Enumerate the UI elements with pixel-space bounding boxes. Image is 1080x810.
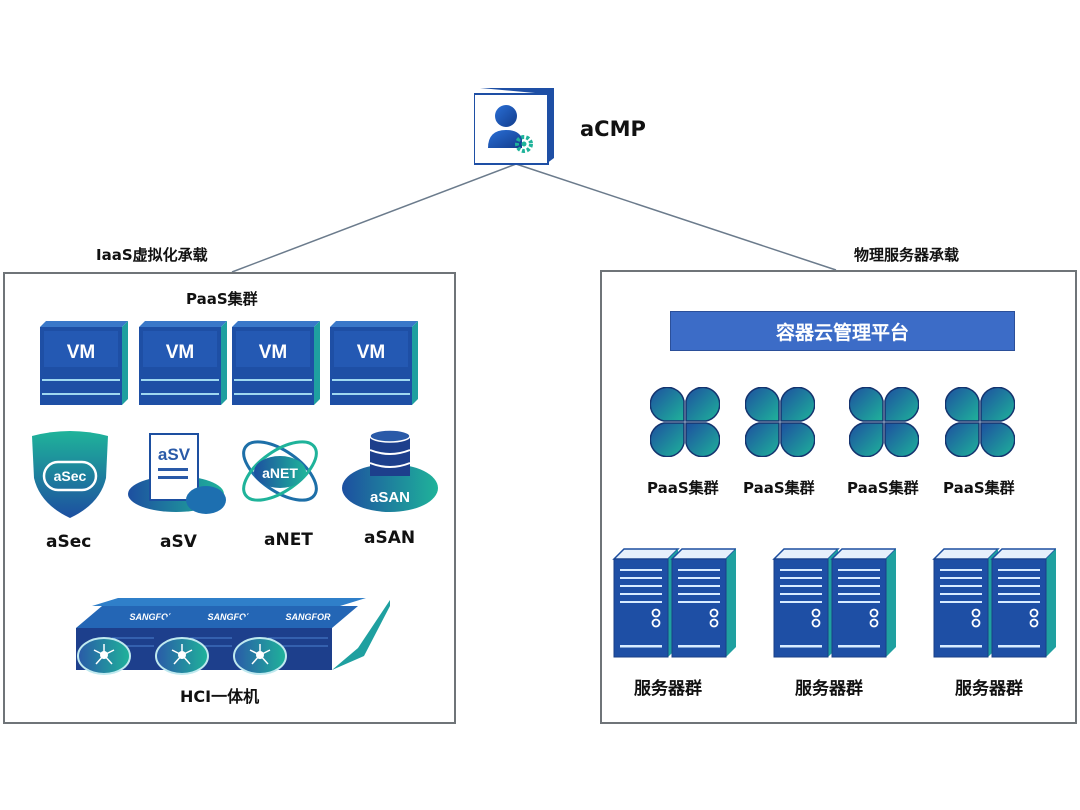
container-platform-label: 容器云管理平台 — [775, 321, 909, 344]
vm-label: VM — [166, 342, 195, 363]
server-rack-icon — [612, 548, 736, 658]
sangfor-logo: SANGFOR — [130, 612, 176, 622]
clover-icon — [650, 387, 720, 457]
paas-cluster-label: PaaS集群 — [647, 479, 719, 497]
vm-label: VM — [259, 342, 288, 363]
server-group-icon — [772, 547, 896, 659]
user-gear-icon — [474, 88, 554, 165]
server-group-label: 服务器群 — [955, 679, 1023, 699]
paas-cluster-label: PaaS集群 — [847, 479, 919, 497]
paas-cluster-icon — [945, 387, 1015, 457]
clover-icon — [745, 387, 815, 457]
sangfor-logo: SANGFOR — [286, 612, 332, 622]
paas-cluster-label: PaaS集群 — [743, 479, 815, 497]
service-label-asv: aSV — [160, 532, 197, 552]
server-group-icon — [612, 547, 736, 659]
paas-cluster-icon — [745, 387, 815, 457]
hci-side-panel — [332, 600, 390, 670]
orbit-cloud-icon: aNET — [242, 440, 318, 502]
vm-block: VM — [330, 321, 418, 405]
service-label-asec: aSec — [46, 532, 92, 552]
server-rack-icon — [932, 548, 1056, 658]
service-asv: aSV — [126, 430, 226, 516]
vm-block: VM — [232, 321, 320, 405]
sangfor-logo: SANGFOR — [208, 612, 254, 622]
vm-block: VM — [139, 321, 227, 405]
server-group-icon — [932, 547, 1056, 659]
database-cloud-icon: aSAN — [342, 429, 438, 512]
physical-heading: 物理服务器承载 — [854, 246, 960, 264]
clover-icon — [849, 387, 919, 457]
service-label-asan: aSAN — [364, 528, 416, 548]
asv-icon-text: aSV — [158, 445, 191, 464]
connector-right — [515, 163, 837, 271]
paas-cluster-icon — [849, 387, 919, 457]
hci-label: HCI一体机 — [180, 687, 260, 706]
paas-cluster-title: PaaS集群 — [186, 290, 258, 308]
server-rack-icon — [772, 548, 896, 658]
container-platform-bar: 容器云管理平台 — [670, 311, 1015, 351]
asan-icon-text: aSAN — [370, 489, 410, 506]
paas-cluster-icon — [650, 387, 720, 457]
server-group-label: 服务器群 — [634, 679, 702, 699]
connector-left — [231, 163, 517, 273]
hci-appliance-icon: SANGFOR SANGFOR SANGFOR — [76, 598, 390, 675]
acmp-node — [474, 88, 554, 166]
service-asec: aSec — [26, 428, 116, 518]
service-anet: aNET — [234, 426, 326, 516]
iaas-heading: IaaS虚拟化承载 — [96, 246, 208, 264]
vm-block: VM — [40, 321, 128, 405]
document-cloud-icon: aSV — [128, 433, 226, 514]
service-label-anet: aNET — [264, 530, 313, 550]
asec-icon-text: aSec — [54, 468, 87, 484]
vm-icon: VM — [139, 321, 227, 405]
vm-label: VM — [357, 342, 386, 363]
paas-cluster-label: PaaS集群 — [943, 479, 1015, 497]
hci-appliances: SANGFOR SANGFOR SANGFOR — [72, 598, 392, 678]
vm-icon: VM — [330, 321, 418, 405]
anet-icon-text: aNET — [262, 465, 298, 481]
vm-icon: VM — [232, 321, 320, 405]
hci-unit: SANGFOR — [232, 598, 366, 675]
clover-icon — [945, 387, 1015, 457]
shield-cloud-icon: aSec — [32, 431, 108, 518]
acmp-title: aCMP — [580, 117, 646, 141]
service-asan: aSAN — [340, 428, 440, 514]
vm-label: VM — [67, 342, 96, 363]
vm-icon: VM — [40, 321, 128, 405]
server-group-label: 服务器群 — [795, 679, 863, 699]
